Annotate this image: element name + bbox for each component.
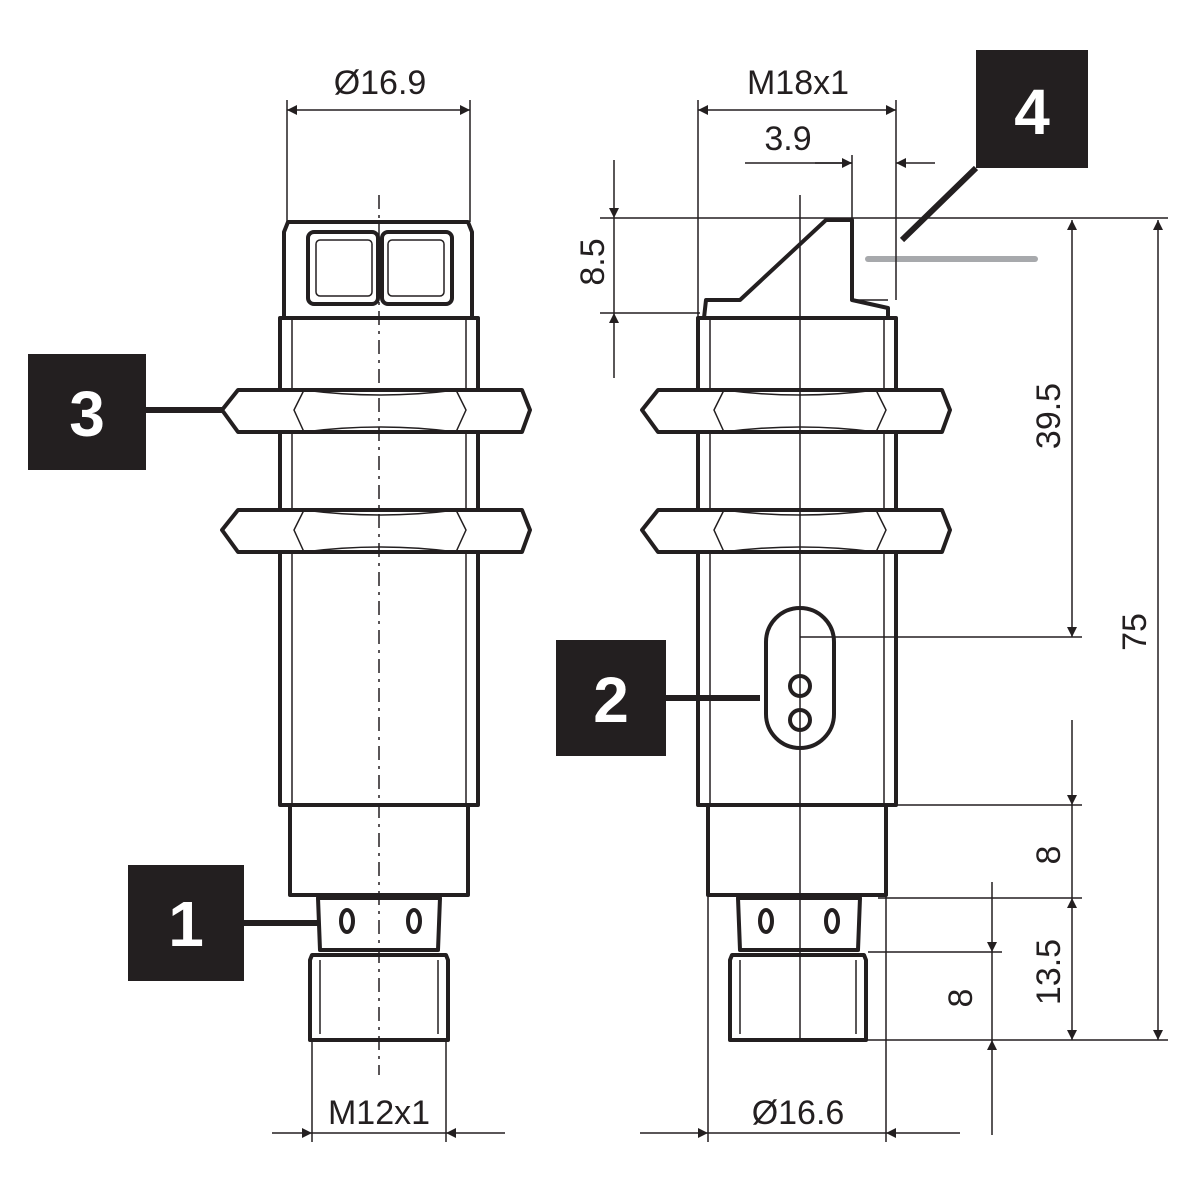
callout-4-label: 4: [1014, 76, 1050, 148]
right-sensor-connector: [728, 953, 868, 1042]
right-led-distance-label: 39.5: [1030, 383, 1068, 449]
right-head-height-label: 8.5: [574, 238, 612, 285]
left-dimensions: Ø16.9 M12x1: [272, 64, 505, 1142]
right-total-length-label: 75: [1116, 613, 1154, 651]
right-connector-length-label: 13.5: [1030, 939, 1068, 1005]
right-body-end-label: 8: [1030, 846, 1068, 865]
left-top-diameter-label: Ø16.9: [334, 64, 427, 102]
right-sensor-neck: [736, 896, 862, 952]
left-lock-nut-upper: [220, 388, 532, 434]
left-sensor-window-left: [306, 230, 380, 306]
left-bottom-thread-label: M12x1: [328, 1094, 430, 1132]
left-sensor-body: [278, 316, 480, 807]
right-lock-nut-lower: [640, 508, 952, 554]
left-sensor-connector: [308, 953, 450, 1042]
callout-1-label: 1: [168, 888, 204, 960]
right-top-thread-label: M18x1: [747, 64, 849, 102]
left-sensor-lower-body: [288, 803, 470, 897]
callout-1: 1: [128, 865, 318, 981]
left-sensor-window-right: [380, 230, 454, 306]
callout-2-label: 2: [593, 664, 629, 736]
right-sensor-lower-body: [706, 803, 888, 897]
right-top-offset-label: 3.9: [764, 120, 811, 158]
callout-3: 3: [28, 354, 222, 470]
right-bottom-diameter-label: Ø16.6: [752, 1094, 845, 1132]
right-lock-nut-upper: [640, 388, 952, 434]
callout-4: 4: [899, 50, 1088, 243]
right-connector-cap-label: 8: [942, 989, 980, 1008]
right-dimensions: M18x1 3.9 8.5 39.5 75 8 13.5: [574, 64, 1168, 1142]
right-sensor-head: [702, 218, 890, 320]
callout-3-label: 3: [69, 378, 105, 450]
left-lock-nut-lower: [220, 508, 532, 554]
right-sensor-view: [640, 195, 1038, 1042]
callout-2: 2: [556, 640, 760, 756]
left-sensor-view: [220, 195, 532, 1075]
